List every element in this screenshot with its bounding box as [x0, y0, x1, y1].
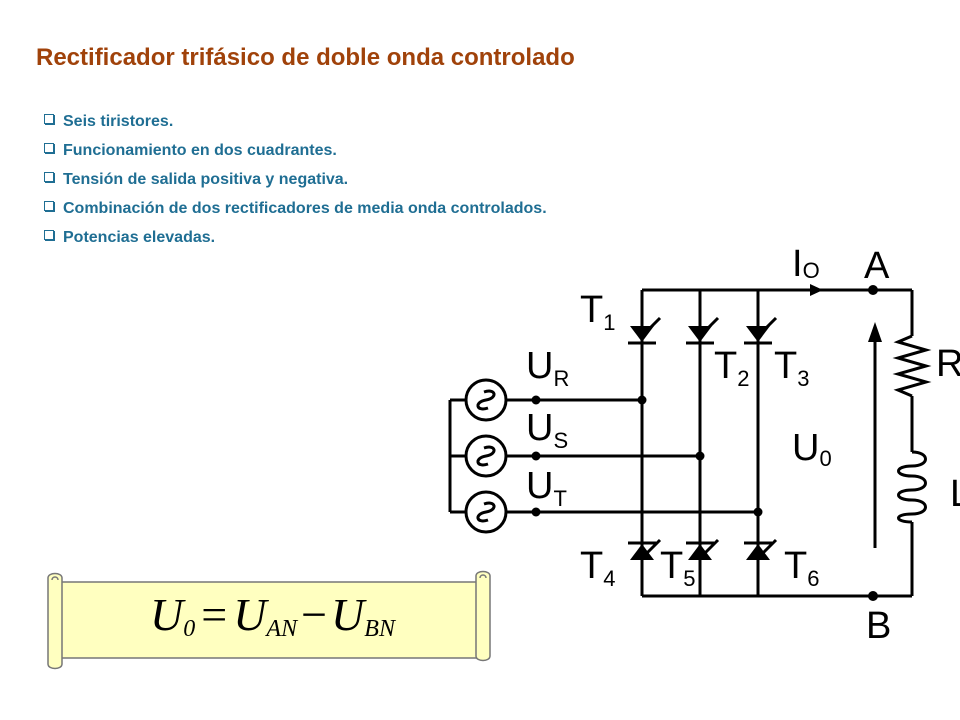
voltage-arrow-icon: [868, 322, 882, 342]
square-bullet-icon: [44, 230, 54, 240]
bullet-item: Seis tiristores.: [44, 110, 547, 139]
node-a-label: A: [864, 245, 890, 287]
inductor-label: L: [950, 473, 960, 515]
formula-lhs-sub: 0: [183, 616, 196, 642]
bullet-text: Tensión de salida positiva y negativa.: [63, 171, 349, 188]
thyristor-t1-icon: [628, 316, 662, 345]
formula-term2-sub: BN: [364, 616, 395, 642]
thyristor-t4-icon: [628, 538, 662, 560]
sine-wave-icon: [476, 501, 496, 523]
thyristor-t5-label: T5: [660, 545, 695, 591]
circuit-wires: [448, 288, 932, 598]
resistor-symbol: [892, 334, 932, 398]
output-voltage-formula: U0=UAN−UBN: [150, 588, 395, 643]
junction-dot: [531, 395, 541, 405]
thyristor-t4-label: T4: [580, 545, 615, 591]
slide-title: Rectificador trifásico de doble onda con…: [36, 44, 575, 71]
node-b-dot: [868, 591, 878, 601]
thyristor-t1-label: T1: [580, 289, 615, 335]
inductor-symbol: [897, 450, 927, 524]
source-ur-label: UR: [526, 345, 569, 391]
bullet-text: Combinación de dos rectificadores de med…: [63, 200, 547, 217]
node-a-dot: [868, 285, 878, 295]
junction-dots: [531, 285, 878, 601]
formula-scroll-banner: [47, 570, 491, 670]
neutral-wire: [448, 398, 466, 514]
square-bullet-icon: [44, 143, 54, 153]
source-us-label: US: [526, 407, 568, 453]
resistor-label: R: [936, 343, 960, 385]
formula-minus: −: [301, 589, 328, 640]
thyristor-t5-icon: [686, 538, 720, 560]
node-b-label: B: [866, 605, 891, 647]
bullet-text: Funcionamiento en dos cuadrantes.: [63, 142, 337, 159]
junction-dot: [695, 451, 705, 461]
square-bullet-icon: [44, 172, 54, 182]
junction-dot: [531, 451, 541, 461]
sine-wave-icon: [476, 389, 496, 411]
thyristor-t2-label: T2: [714, 345, 749, 391]
junction-dot: [531, 507, 541, 517]
thyristor-t6-icon: [744, 538, 778, 560]
formula-equals: =: [201, 589, 228, 640]
junction-dot: [753, 507, 763, 517]
bullet-item: Tensión de salida positiva y negativa.: [44, 168, 547, 197]
formula-lhs: U: [150, 589, 184, 640]
thyristor-t3-label: T3: [774, 345, 809, 391]
bullet-item: Funcionamiento en dos cuadrantes.: [44, 139, 547, 168]
ac-source-tildes: [476, 389, 496, 523]
bullet-list: Seis tiristores. Funcionamiento en dos c…: [44, 110, 547, 255]
current-arrow-icon: [810, 284, 823, 296]
formula-term1: U: [233, 589, 267, 640]
thyristor-t2-icon: [686, 316, 720, 345]
output-voltage-label: U0: [792, 427, 832, 471]
thyristor-t3-icon: [744, 316, 778, 345]
sine-wave-icon: [476, 445, 496, 467]
bullet-text: Potencias elevadas.: [63, 229, 216, 246]
formula-term1-sub: AN: [266, 616, 298, 642]
current-label: IO: [792, 243, 820, 285]
thyristor-t6-label: T6: [784, 545, 819, 591]
ac-sources: [464, 378, 508, 534]
square-bullet-icon: [44, 201, 54, 211]
source-ut-label: UT: [526, 465, 567, 511]
bullet-item: Potencias elevadas.: [44, 226, 547, 255]
bullet-text: Seis tiristores.: [63, 113, 174, 130]
junction-dot: [637, 395, 647, 405]
bullet-item: Combinación de dos rectificadores de med…: [44, 197, 547, 226]
formula-term2: U: [331, 589, 365, 640]
square-bullet-icon: [44, 114, 54, 124]
